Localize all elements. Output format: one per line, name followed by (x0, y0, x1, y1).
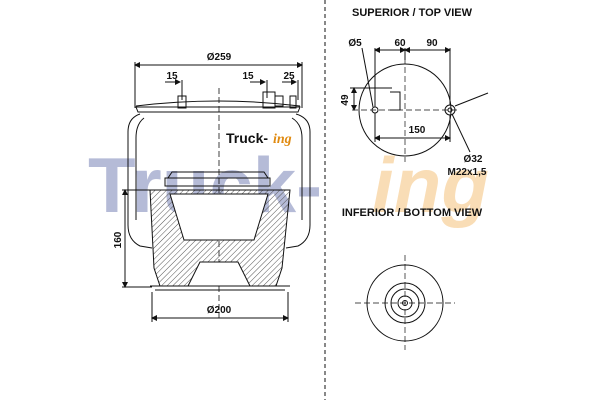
dim-port-diameter: Ø32 (464, 154, 483, 165)
dim-top-diameter: Ø259 (207, 52, 232, 63)
side-view (122, 62, 311, 322)
bottom-view-title: INFERIOR / BOTTOM VIEW (342, 207, 483, 219)
dim-150: 150 (409, 125, 426, 136)
dim-thread: M22x1,5 (448, 167, 487, 178)
watermark-suffix: ing (372, 141, 489, 229)
logo-suffix: ing (273, 132, 292, 147)
dim-pin-diameter: Ø5 (348, 38, 362, 49)
dim-edge-offset: 25 (283, 71, 295, 82)
bottom-view (355, 255, 455, 350)
dim-left-offset: 15 (166, 71, 178, 82)
dim-60: 60 (394, 38, 406, 49)
logo-text: Truck- (226, 130, 268, 146)
top-view-title: SUPERIOR / TOP VIEW (352, 7, 473, 19)
dim-90: 90 (426, 38, 438, 49)
top-view (350, 47, 489, 162)
dim-49: 49 (340, 94, 351, 106)
dim-right-offset: 15 (242, 71, 254, 82)
dim-height: 160 (113, 231, 124, 248)
part-logo: Truck- ing (226, 130, 292, 147)
dim-bottom-diameter: Ø200 (207, 305, 232, 316)
